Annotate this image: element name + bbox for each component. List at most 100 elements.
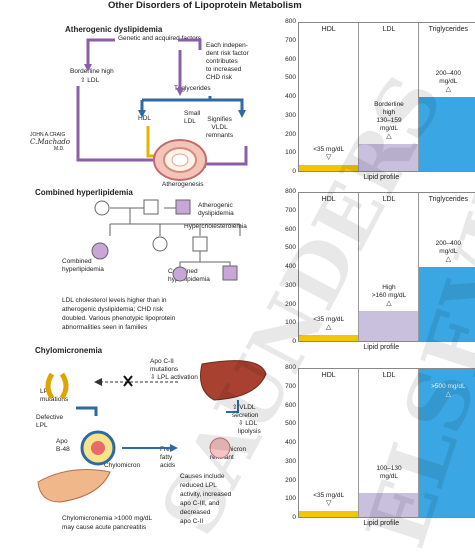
y-tick-label: 700 xyxy=(285,36,296,44)
y-tick-label: 100 xyxy=(285,495,296,503)
chart-title: Lipid profile xyxy=(363,520,400,527)
column-header: HDL xyxy=(321,372,336,379)
column-header: LDL xyxy=(382,26,396,33)
section-heading: Atherogenic dyslipidemia xyxy=(65,25,163,34)
borderline-label: Borderline high xyxy=(70,68,114,75)
increase-arrow-icon: △ xyxy=(445,86,452,93)
ldl-up-label: ⇧ LDL xyxy=(80,77,100,84)
column-header: HDL xyxy=(321,26,336,33)
chart-column-hdl: HDL<35 mg/dL▽ xyxy=(299,23,359,171)
y-tick-label: 700 xyxy=(285,206,296,214)
bar-triglycerides xyxy=(418,369,475,517)
atherogenesis-label: Atherogenesis xyxy=(162,181,204,188)
bar-value-label: >500 mg/dL△ xyxy=(419,383,475,399)
section-heading: Chylomicronemia xyxy=(35,346,103,355)
y-tick-label: 0 xyxy=(292,338,296,345)
y-tick-label: 100 xyxy=(285,149,296,157)
column-header: HDL xyxy=(321,196,336,203)
chart-column-hdl: HDL <35 mg/dL△ xyxy=(299,193,359,341)
y-tick-label: 300 xyxy=(285,457,296,465)
column-header: Triglycerides xyxy=(428,26,469,33)
atherogenic-diagram xyxy=(76,38,248,181)
chart-title: Lipid profile xyxy=(363,344,400,351)
y-tick-label: 300 xyxy=(285,281,296,289)
chylomicron-label: Chylomicron xyxy=(104,462,141,469)
y-tick-label: 500 xyxy=(285,420,296,428)
artist-signature: JOHN A.CRAIG C.Machado M.D. xyxy=(30,132,70,152)
bar-ldl xyxy=(359,492,419,517)
y-tick-label: 500 xyxy=(285,74,296,82)
y-tick-label: 600 xyxy=(285,55,296,63)
y-tick-label: 800 xyxy=(285,18,296,25)
triglycerides-label: Triglycerides xyxy=(174,85,211,92)
column-header: Triglycerides xyxy=(428,196,469,203)
page-title: Other Disorders of Lipoprotein Metabolis… xyxy=(108,0,302,11)
increase-arrow-icon: △ xyxy=(445,256,452,263)
y-tick-label: 600 xyxy=(285,225,296,233)
bar-ldl xyxy=(359,144,419,171)
increase-arrow-icon: △ xyxy=(386,300,392,308)
increase-arrow-icon: △ xyxy=(325,323,332,331)
bar-triglycerides xyxy=(418,97,475,171)
y-tick-label: 800 xyxy=(285,364,296,371)
chart-column-ldl: LDL High>160 mg/dL△ xyxy=(358,193,419,341)
y-tick-label: 0 xyxy=(292,168,296,175)
increase-arrow-icon: △ xyxy=(386,133,392,141)
bar-triglycerides xyxy=(418,267,475,341)
decrease-arrow-icon: ▽ xyxy=(325,499,332,507)
y-tick-label: 300 xyxy=(285,111,296,119)
hdl-label: HDL xyxy=(138,115,152,122)
bar-hdl xyxy=(299,334,359,341)
pedigree-chart xyxy=(91,199,241,282)
column-header: LDL xyxy=(382,196,396,203)
y-tick-label: 800 xyxy=(285,188,296,195)
y-tick-label: 400 xyxy=(285,439,296,446)
y-tick-label: 200 xyxy=(285,130,296,138)
decrease-arrow-icon: ▽ xyxy=(325,153,332,161)
column-header: LDL xyxy=(382,372,396,379)
y-tick-label: 600 xyxy=(285,401,296,409)
y-tick-label: 500 xyxy=(285,244,296,252)
bar-value-label: High>160 mg/dL△ xyxy=(359,284,418,308)
chart-title: Lipid profile xyxy=(363,174,400,181)
y-tick-label: 400 xyxy=(285,93,296,100)
y-tick-label: 200 xyxy=(285,476,296,484)
chart-column-hdl: HDL<35 mg/dL▽ xyxy=(299,369,359,517)
y-tick-label: 200 xyxy=(285,300,296,308)
hypercholesterolemia-label: Hypercholesterolemia xyxy=(184,223,247,230)
increase-arrow-icon: △ xyxy=(445,391,452,398)
y-tick-label: 0 xyxy=(292,514,296,521)
y-tick-label: 700 xyxy=(285,382,296,390)
chart-column-triglycerides: Triglycerides>500 mg/dL△ xyxy=(417,369,475,517)
bar-value-label: <35 mg/dL△ xyxy=(299,316,358,332)
bar-hdl xyxy=(299,510,359,517)
bar-hdl xyxy=(299,164,359,171)
section-heading: Combined hyperlipidemia xyxy=(35,188,133,197)
